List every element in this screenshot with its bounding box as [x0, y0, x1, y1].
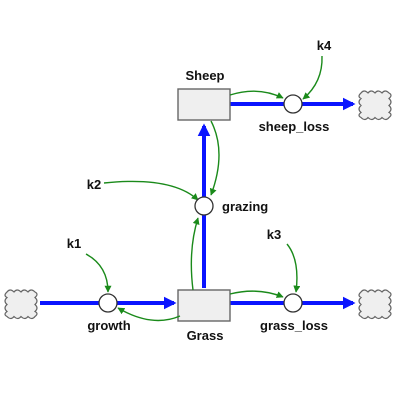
sheep-loss-flow-label: sheep_loss — [259, 119, 330, 134]
link-sheep-to-sheep-loss — [229, 90, 284, 99]
sheep-stock[interactable] — [177, 88, 231, 121]
info-links — [85, 55, 323, 322]
grass-loss-flow-label: grass_loss — [260, 318, 328, 333]
grazing-flow-label: grazing — [222, 199, 268, 214]
link-sheep-to-grazing — [209, 120, 220, 196]
sheep-loss-sink-cloud — [358, 90, 392, 121]
sheep-stock-label: Sheep — [185, 68, 224, 83]
link-k2-to-grazing — [103, 180, 199, 201]
growth-valve[interactable] — [98, 293, 118, 313]
grass-stock-label: Grass — [187, 328, 224, 343]
sheep-loss-valve[interactable] — [283, 94, 303, 114]
cloud-icon — [4, 289, 38, 320]
grass-stock[interactable] — [177, 289, 231, 322]
grass-loss-valve[interactable] — [283, 293, 303, 313]
growth-flow-label: growth — [87, 318, 130, 333]
k1-constant-label[interactable]: k1 — [67, 236, 81, 251]
k4-constant-label[interactable]: k4 — [317, 38, 332, 53]
link-k3-to-grass-loss — [286, 243, 301, 293]
cloud-icon — [358, 90, 392, 121]
grass-loss-sink-cloud — [358, 289, 392, 320]
grazing-valve[interactable] — [194, 196, 214, 216]
link-k4-to-sheep-loss — [302, 55, 323, 100]
k2-constant-label[interactable]: k2 — [87, 177, 101, 192]
link-grass-to-grass-loss — [229, 290, 284, 298]
k3-constant-label[interactable]: k3 — [267, 227, 281, 242]
link-grass-to-grazing — [190, 217, 200, 291]
link-k1-to-growth — [85, 253, 112, 293]
cloud-icon — [358, 289, 392, 320]
source-cloud — [4, 289, 38, 320]
link-grass-to-growth — [117, 307, 181, 322]
